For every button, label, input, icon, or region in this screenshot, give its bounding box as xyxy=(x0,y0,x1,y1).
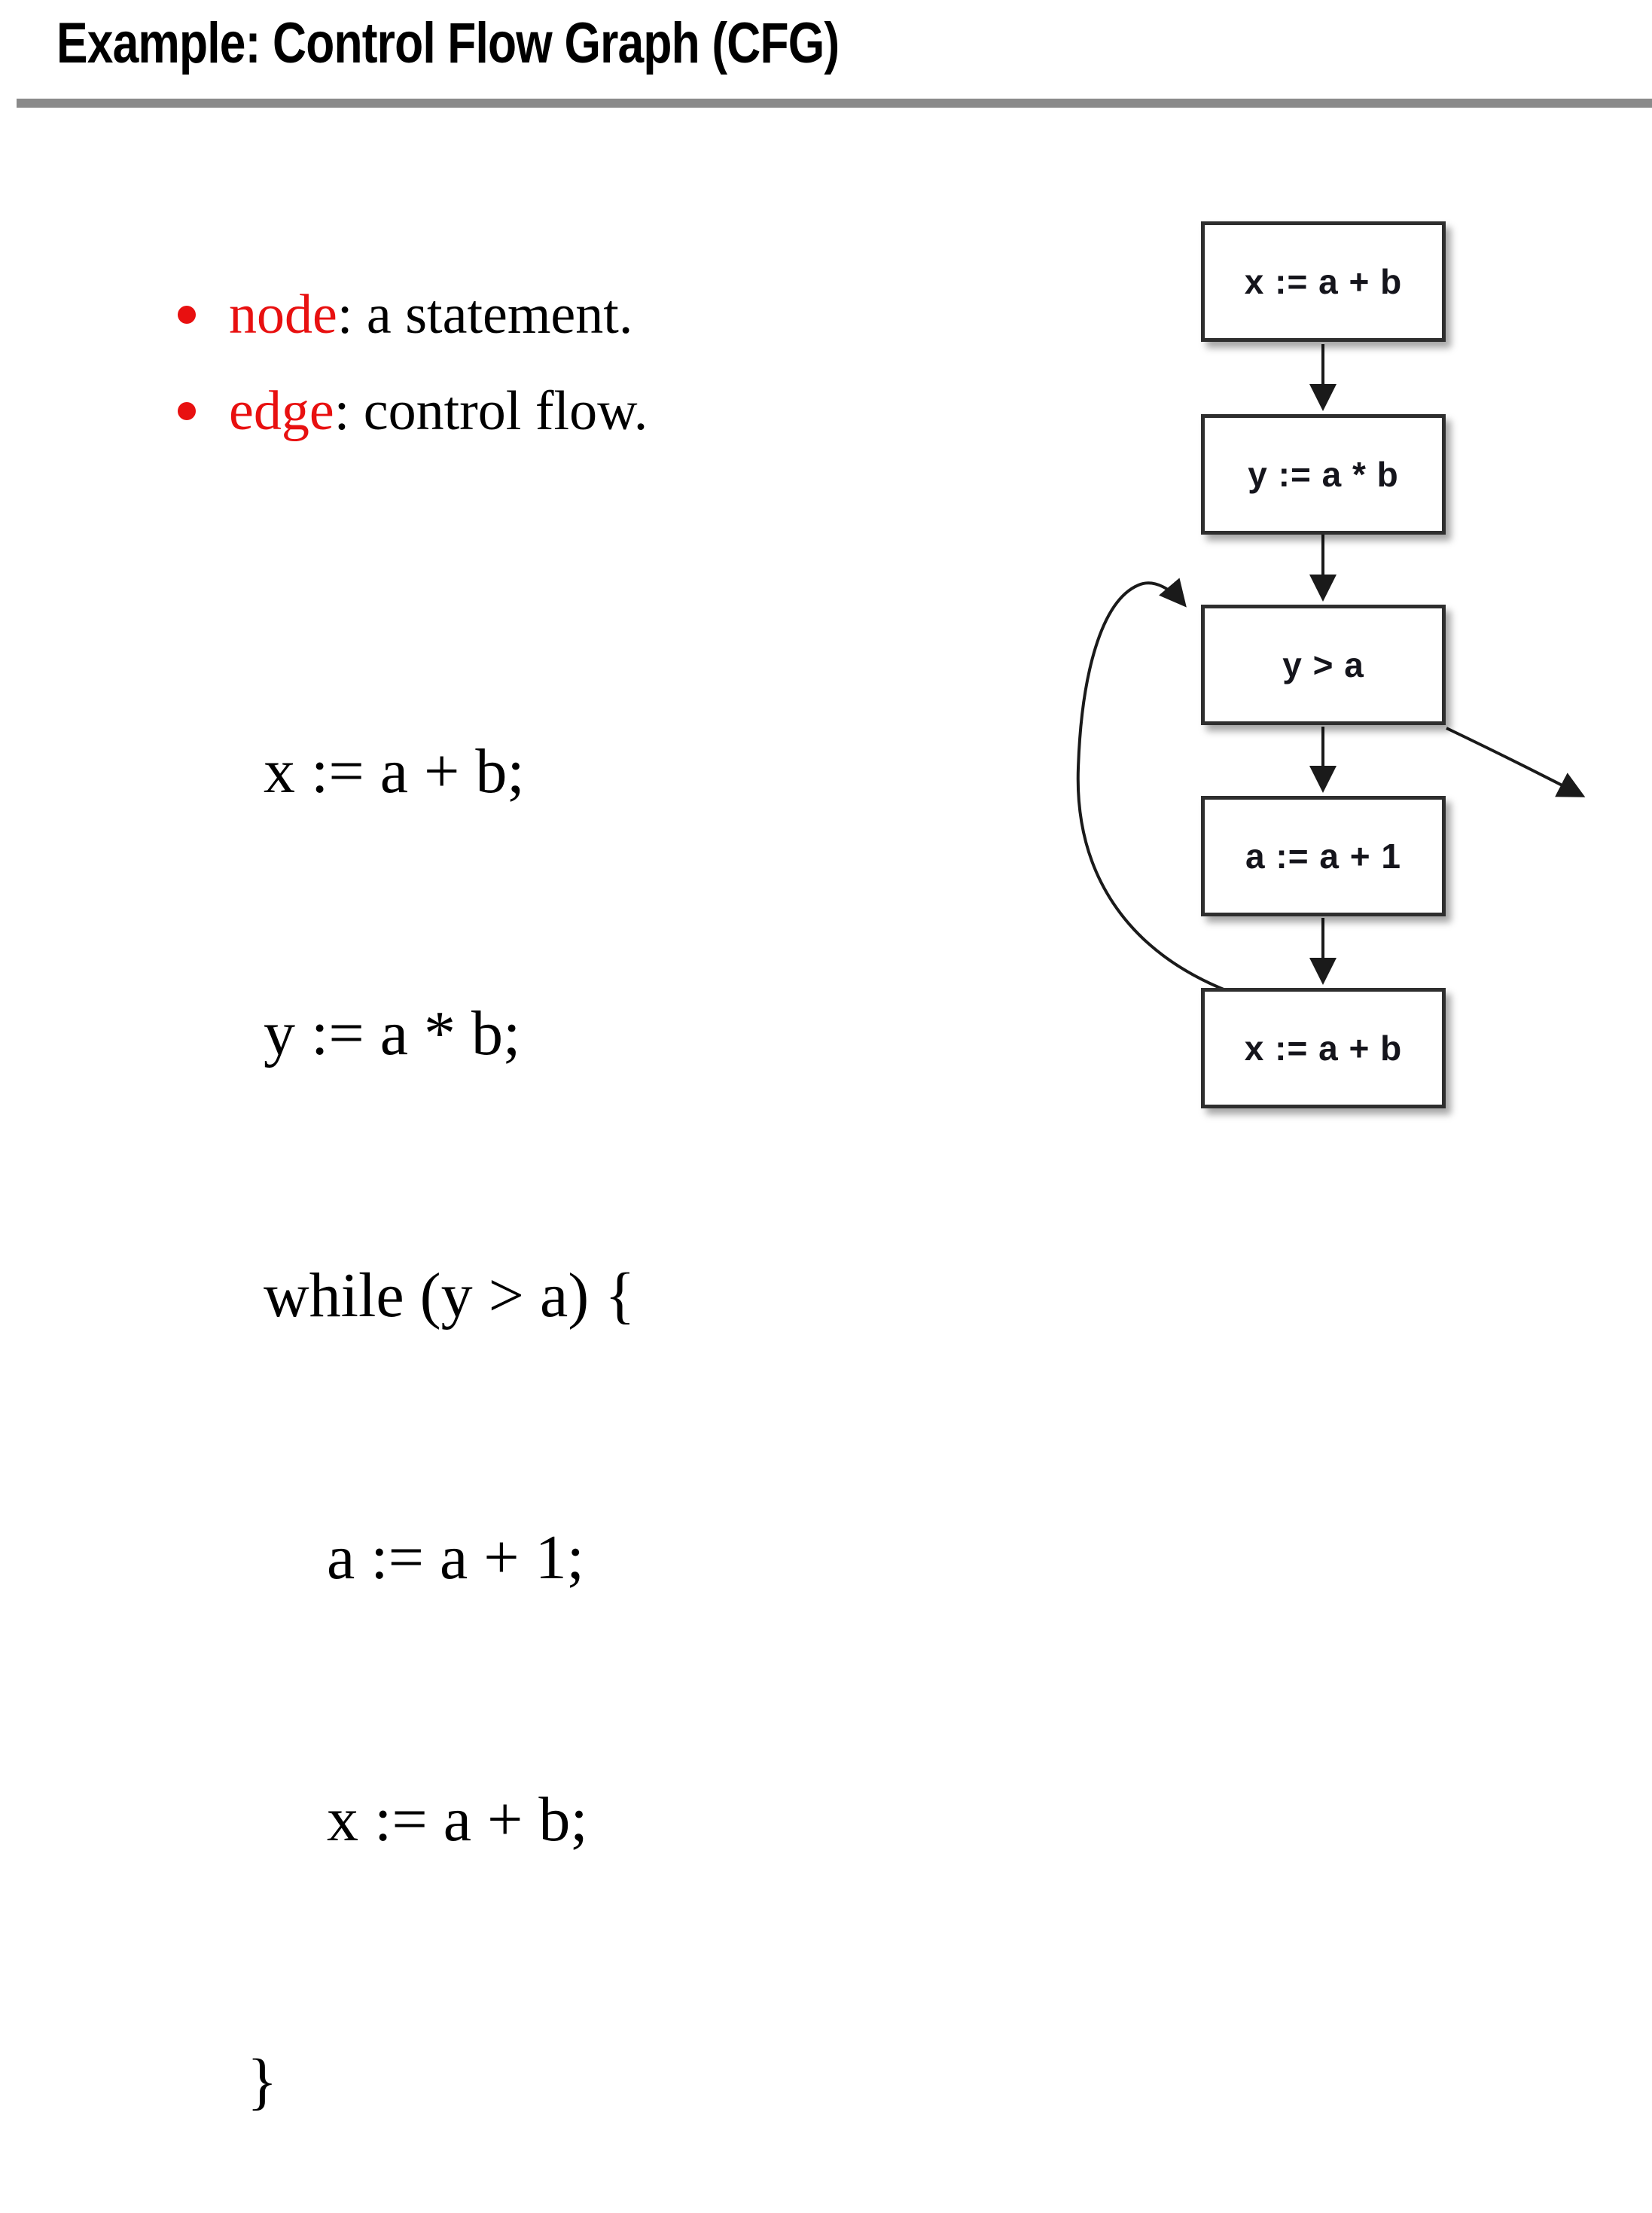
code-line: } xyxy=(247,2047,278,2117)
slide: { "title": "Example: Control Flow Graph … xyxy=(17,11,1652,2117)
bullet-term: edge xyxy=(229,380,334,442)
code-line: a := a + 1; xyxy=(327,1523,584,1593)
flow-node-label: y > a xyxy=(1282,645,1364,684)
page-title: Example: Control Flow Graph (CFG) xyxy=(56,11,840,75)
code-line: while (y > a) { xyxy=(264,1260,636,1331)
bullet-item-node: node: a statement. xyxy=(178,287,632,343)
flow-node-label: a := a + 1 xyxy=(1245,837,1401,876)
bullet-icon xyxy=(178,306,196,325)
flow-node-label: x := a + b xyxy=(1244,1029,1403,1068)
flow-node-label: x := a + b xyxy=(1244,262,1403,301)
code-block: x := a + b; y := a * b; while (y > a) { … xyxy=(247,553,636,2213)
title-underline xyxy=(17,99,1652,108)
flow-node-label: y := a * b xyxy=(1248,455,1399,494)
code-line: x := a + b; xyxy=(327,1785,588,1855)
bullet-text: : a statement. xyxy=(337,284,633,346)
bullet-text: : control flow. xyxy=(334,380,648,442)
bullet-icon xyxy=(178,402,196,421)
edge-n3-exit xyxy=(1446,727,1586,797)
flow-node-a-increment: a := a + 1 xyxy=(1201,796,1446,916)
flow-node-condition: y > a xyxy=(1201,605,1446,725)
flow-node-x-assign-1: x := a + b xyxy=(1201,221,1446,342)
bullet-item-edge: edge: control flow. xyxy=(178,383,648,439)
code-line: x := a + b; xyxy=(264,736,525,806)
bullet-term: node xyxy=(229,284,337,346)
flow-node-y-assign: y := a * b xyxy=(1201,414,1446,535)
flow-node-x-assign-2: x := a + b xyxy=(1201,988,1446,1108)
code-line: y := a * b; xyxy=(264,998,521,1068)
